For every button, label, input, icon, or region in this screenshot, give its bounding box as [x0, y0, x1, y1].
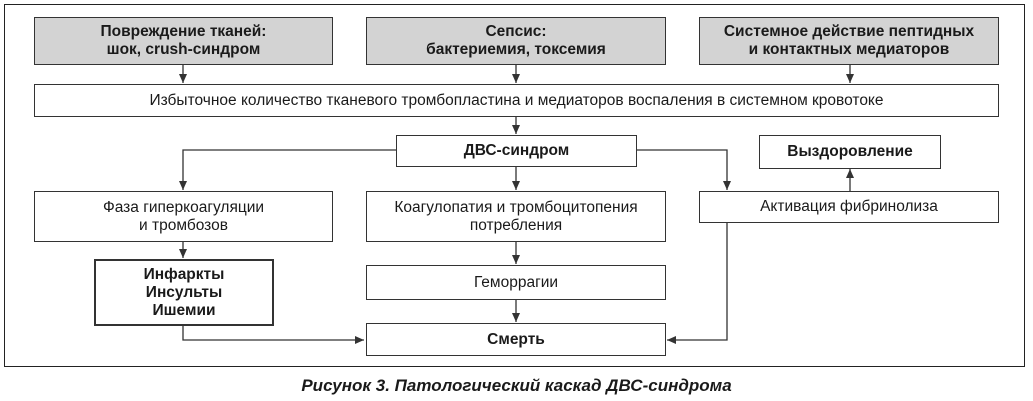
- box-excess-thromboplastin: Избыточное количество тканевого тромбопл…: [34, 84, 999, 117]
- figure-caption: Рисунок 3. Патологический каскад ДВС-син…: [301, 376, 732, 395]
- arrow-infarcts-to-death: [182, 326, 364, 344]
- arrow-fibrinolysis-to-death: [667, 223, 728, 344]
- box-infarcts: Инфаркты Инсульты Ишемии: [94, 259, 274, 326]
- box-hemorrhages: Геморрагии: [366, 265, 666, 300]
- box-coagulopathy: Коагулопатия и тромбоцитопения потреблен…: [366, 191, 666, 242]
- box-hypercoagulation: Фаза гиперкоагуляции и тромбозов: [34, 191, 333, 242]
- box-dic-syndrome: ДВС-синдром: [396, 135, 637, 167]
- box-fibrinolysis: Активация фибринолиза: [699, 191, 999, 223]
- box-systemic-action: Системное действие пептидных и контактны…: [699, 17, 999, 65]
- diagram-frame: [4, 4, 1025, 367]
- box-recovery: Выздоровление: [759, 135, 941, 169]
- box-sepsis: Сепсис: бактериемия, токсемия: [366, 17, 666, 65]
- arrow-dic-to-fibrinolysis: [637, 149, 731, 190]
- box-tissue-damage: Повреждение тканей: шок, crush-синдром: [34, 17, 333, 65]
- box-death: Смерть: [366, 323, 666, 356]
- arrow-dic-to-hypercoag: [179, 149, 396, 190]
